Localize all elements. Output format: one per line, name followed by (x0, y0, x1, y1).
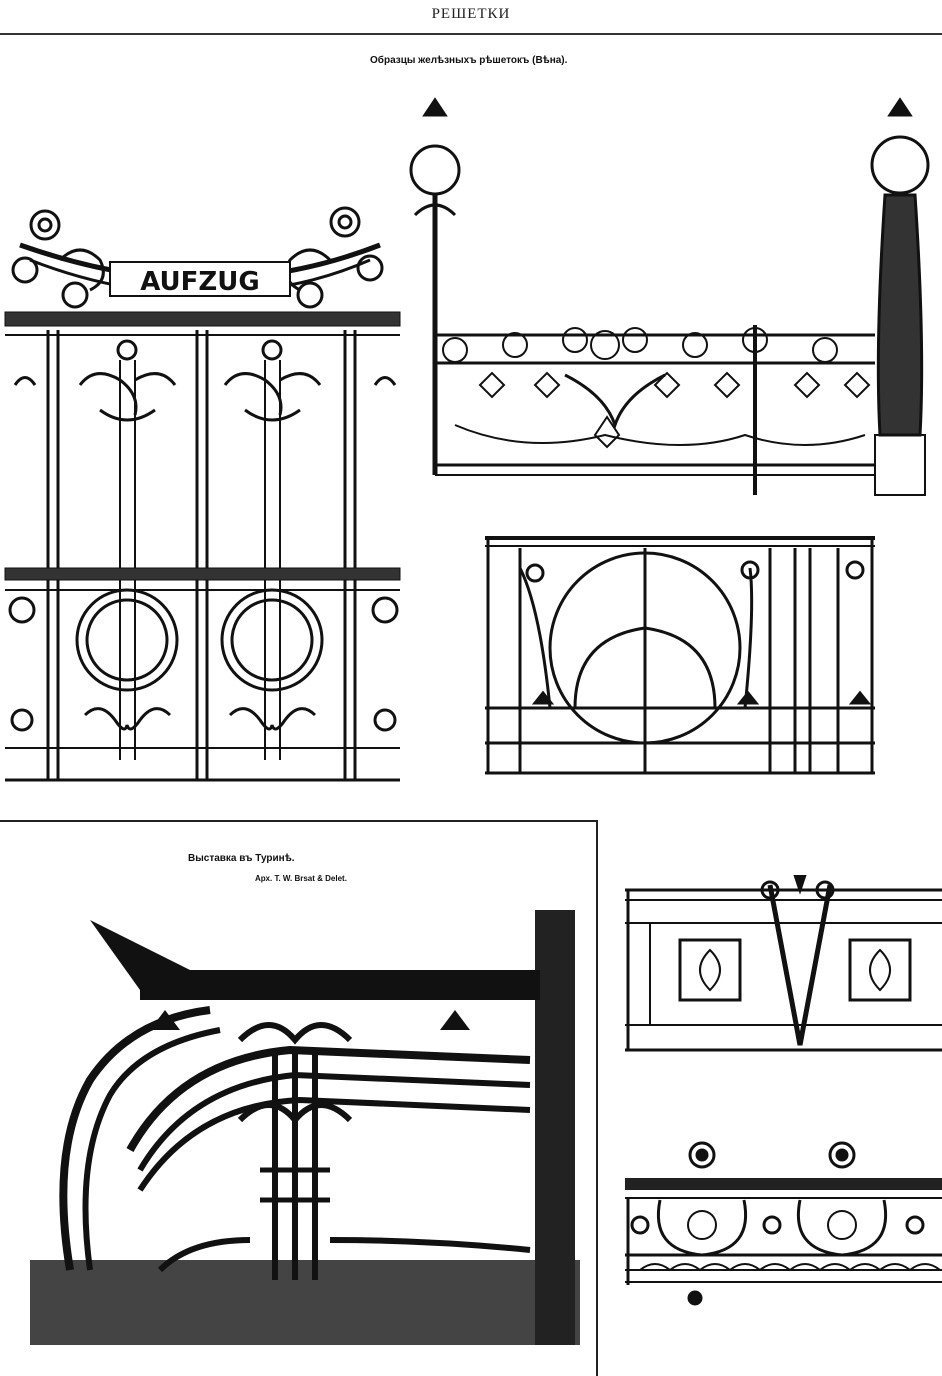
caption-vienna: Образцы желѣзныхъ рѣшетокъ (Вѣна). (370, 55, 568, 66)
illustration-rose-railing (620, 1130, 942, 1315)
caption-architects: Арх. T. W. Brsat & Delet. (255, 874, 347, 883)
turin-section-frame (0, 820, 598, 1376)
aufzug-sign: AUFZUG (140, 267, 260, 297)
page-title: РЕШЕТКИ (431, 6, 511, 22)
page-header: РЕШЕТКИ (0, 0, 942, 40)
illustration-lily-railing (405, 95, 942, 505)
illustration-circle-railing (480, 528, 880, 778)
illustration-aufzug-grille: AUFZUG (0, 200, 405, 790)
illustration-turin-gate (30, 900, 580, 1345)
header-rule (0, 33, 942, 35)
illustration-square-railing (620, 875, 942, 1055)
caption-turin: Выставка въ Туринѣ. (188, 853, 295, 864)
